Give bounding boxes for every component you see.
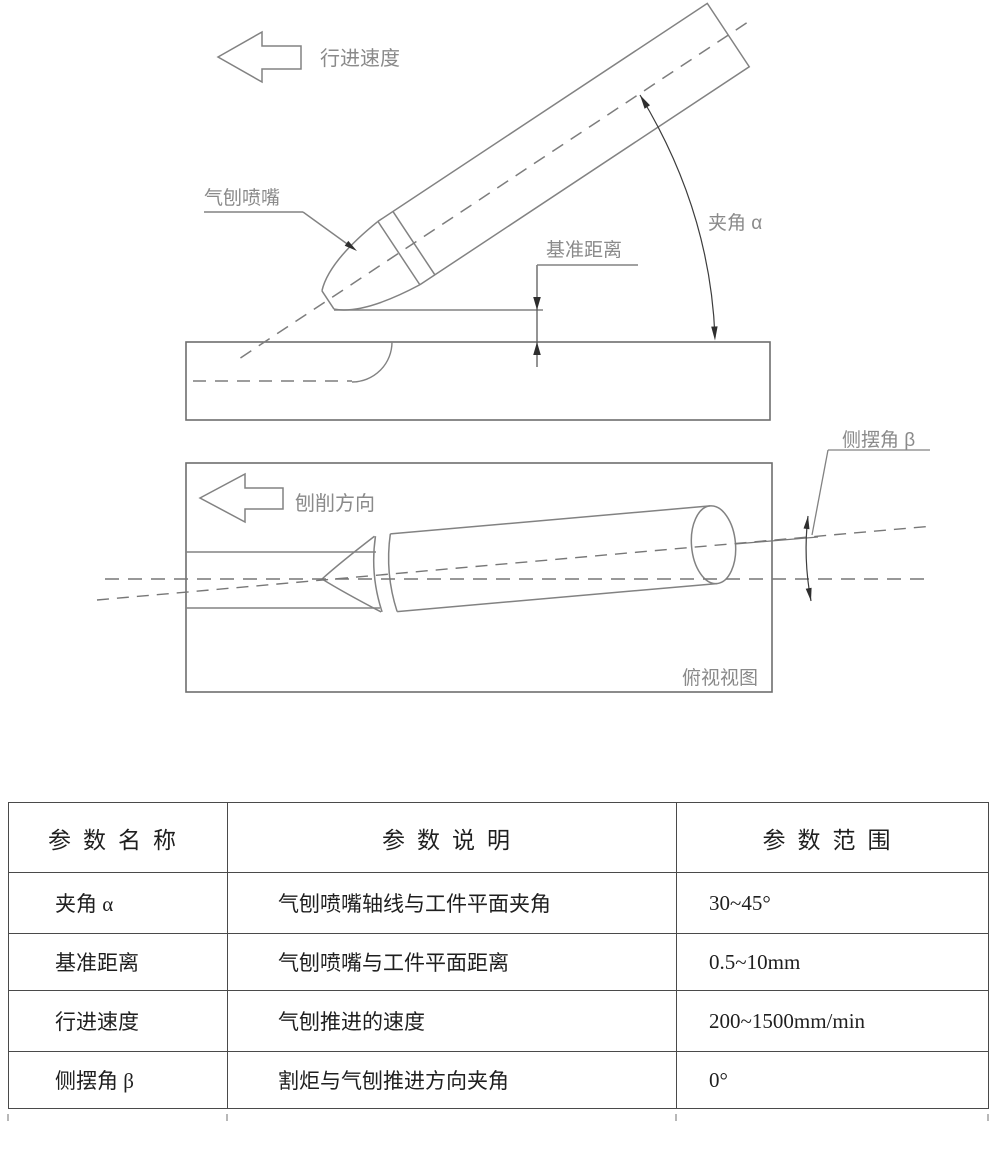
torch-nozzle-cone-lower [333,284,421,311]
cell-name: 基准距离 [8,933,228,991]
workpiece-side-view [185,341,771,421]
angle-alpha-label: 夹角 α [708,212,762,234]
torch-top-view [321,505,737,613]
torch-ferrule-line-1 [377,220,421,286]
torch-top-body-upper-edge [390,505,711,535]
gouging-direction-label: 刨削方向 [295,492,375,515]
table-row: 侧摆角 β 割炬与气刨推进方向夹角 0° [8,1051,989,1109]
table-row: 夹角 α 气刨喷嘴轴线与工件平面夹角 30~45° [8,872,989,934]
cell-name: 行进速度 [8,990,228,1052]
cell-desc: 气刨喷嘴轴线与工件平面夹角 [227,872,677,934]
reference-distance-label: 基准距离 [546,239,622,261]
torch-top-ferrule-arc-2 [387,533,398,612]
cell-range: 200~1500mm/min [676,990,989,1052]
beta-leader-line [811,449,829,536]
top-view-caption: 俯视视图 [682,667,758,689]
header-parameter-name: 参数名称 [8,802,228,873]
table-header-row: 参数名称 参数说明 参数范围 [8,802,989,873]
table-bottom-stubs [7,1114,989,1121]
table-row: 行进速度 气刨推进的速度 200~1500mm/min [8,990,989,1052]
ref-distance-arrow-up [533,342,541,355]
nozzle-label: 气刨喷嘴 [204,187,280,209]
parameter-table: 参数名称 参数说明 参数范围 夹角 α 气刨喷嘴轴线与工件平面夹角 30~45°… [8,802,989,1109]
angle-beta-arrow-top [803,516,810,530]
side-swing-angle-label: 侧摆角 β [842,429,915,451]
angle-alpha-arc [639,94,716,338]
table-row: 基准距离 气刨喷嘴与工件平面距离 0.5~10mm [8,933,989,991]
nozzle-leader-arrowhead [344,240,357,251]
torch-centerline-dashed [240,20,750,359]
nozzle-leader-line [302,211,351,247]
gouging-direction-arrow-icon [198,472,284,524]
cell-name: 夹角 α [8,872,228,934]
cell-desc: 气刨喷嘴与工件平面距离 [227,933,677,991]
ref-distance-arrow-down [533,297,541,310]
cell-range: 0° [676,1051,989,1109]
angle-alpha-arrow-bottom [711,326,718,341]
angle-alpha-arrow-top [640,95,650,109]
torch-tip-face [321,290,335,310]
cell-range: 30~45° [676,872,989,934]
torch-nozzle-cone-upper [321,220,379,291]
travel-speed-label: 行进速度 [320,47,400,70]
torch-top-cone-lower [321,578,382,613]
angle-beta-arrow-bottom [805,587,812,601]
torch-top-body-lower-edge [397,582,717,613]
torch-top-cone-upper [321,535,375,580]
cell-name: 侧摆角 β [8,1051,228,1109]
cell-desc: 气刨推进的速度 [227,990,677,1052]
torch-top-ferrule-arc-1 [372,536,383,613]
torch-axis-solid-segment [734,536,819,545]
cell-desc: 割炬与气刨推进方向夹角 [227,1051,677,1109]
header-parameter-range: 参数范围 [676,802,989,873]
cell-range: 0.5~10mm [676,933,989,991]
header-parameter-desc: 参数说明 [227,802,677,873]
travel-speed-arrow-icon [216,30,302,84]
groove-arc [351,341,393,383]
